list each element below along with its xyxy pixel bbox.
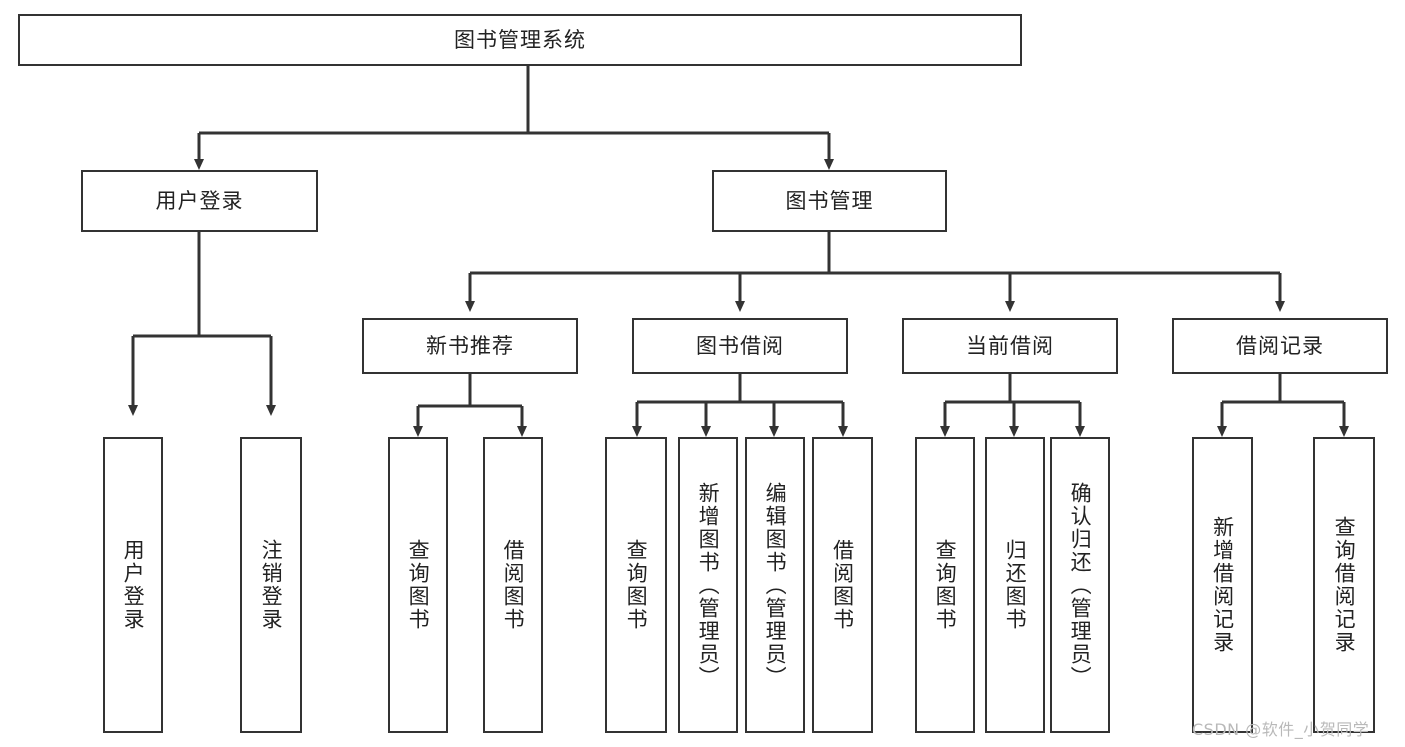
node-label-borrow-record: 借阅记录 xyxy=(1236,333,1324,358)
leaf-label-new-book-borrow: 借阅图书 xyxy=(501,539,526,631)
leaf-label-book-borrow-edit: 编辑图书（管理员） xyxy=(763,481,788,689)
node-label-current-borrow: 当前借阅 xyxy=(966,333,1054,358)
leaf-label-user-login-logout: 注销登录 xyxy=(259,539,284,631)
node-user-login[interactable]: 用户登录 xyxy=(81,170,318,232)
leaf-current-borrow-query[interactable]: 查询图书 xyxy=(915,437,975,733)
csdn-watermark: CSDN @软件_小贺同学 xyxy=(1192,720,1370,739)
leaf-borrow-record-add[interactable]: 新增借阅记录 xyxy=(1192,437,1253,733)
leaf-label-user-login-login: 用户登录 xyxy=(121,539,146,631)
node-book-borrow[interactable]: 图书借阅 xyxy=(632,318,848,374)
edge-group-user-login xyxy=(128,232,276,416)
leaf-current-borrow-return[interactable]: 归还图书 xyxy=(985,437,1045,733)
node-root-book-management-system[interactable]: 图书管理系统 xyxy=(18,14,1022,66)
leaf-book-borrow-borrow[interactable]: 借阅图书 xyxy=(812,437,873,733)
leaf-label-borrow-record-add: 新增借阅记录 xyxy=(1210,516,1235,654)
leaf-new-book-borrow[interactable]: 借阅图书 xyxy=(483,437,543,733)
leaf-book-borrow-edit[interactable]: 编辑图书（管理员） xyxy=(745,437,805,733)
node-book-management[interactable]: 图书管理 xyxy=(712,170,947,232)
leaf-label-current-borrow-return: 归还图书 xyxy=(1003,539,1028,631)
leaf-label-borrow-record-query: 查询借阅记录 xyxy=(1332,516,1357,654)
leaf-current-borrow-confirm-return[interactable]: 确认归还（管理员） xyxy=(1050,437,1110,733)
edge-group-borrow-record xyxy=(1217,374,1349,437)
node-new-book-recommend[interactable]: 新书推荐 xyxy=(362,318,578,374)
edge-group-current-borrow xyxy=(940,374,1085,437)
leaf-user-login-login[interactable]: 用户登录 xyxy=(103,437,163,733)
edge-group-root xyxy=(194,66,834,170)
node-label-root: 图书管理系统 xyxy=(454,27,586,52)
node-label-new-book-recommend: 新书推荐 xyxy=(426,333,514,358)
node-label-book-borrow: 图书借阅 xyxy=(696,333,784,358)
leaf-label-book-borrow-borrow: 借阅图书 xyxy=(830,539,855,631)
leaf-label-book-borrow-add: 新增图书（管理员） xyxy=(696,481,721,689)
leaf-book-borrow-add[interactable]: 新增图书（管理员） xyxy=(678,437,738,733)
leaf-label-current-borrow-query: 查询图书 xyxy=(933,539,958,631)
node-label-user-login: 用户登录 xyxy=(155,188,244,213)
node-borrow-record[interactable]: 借阅记录 xyxy=(1172,318,1388,374)
leaf-borrow-record-query[interactable]: 查询借阅记录 xyxy=(1313,437,1375,733)
leaf-label-book-borrow-query: 查询图书 xyxy=(624,539,649,631)
node-current-borrow[interactable]: 当前借阅 xyxy=(902,318,1118,374)
leaf-book-borrow-query[interactable]: 查询图书 xyxy=(605,437,667,733)
edge-group-book-borrow xyxy=(632,374,848,437)
leaf-label-new-book-query: 查询图书 xyxy=(406,539,431,631)
leaf-user-login-logout[interactable]: 注销登录 xyxy=(240,437,302,733)
edge-group-book-manage xyxy=(465,232,1285,312)
leaf-new-book-query[interactable]: 查询图书 xyxy=(388,437,448,733)
leaf-label-current-borrow-confirm-return: 确认归还（管理员） xyxy=(1068,481,1093,689)
edge-group-new-book xyxy=(413,374,527,437)
node-label-book-management: 图书管理 xyxy=(785,188,874,213)
